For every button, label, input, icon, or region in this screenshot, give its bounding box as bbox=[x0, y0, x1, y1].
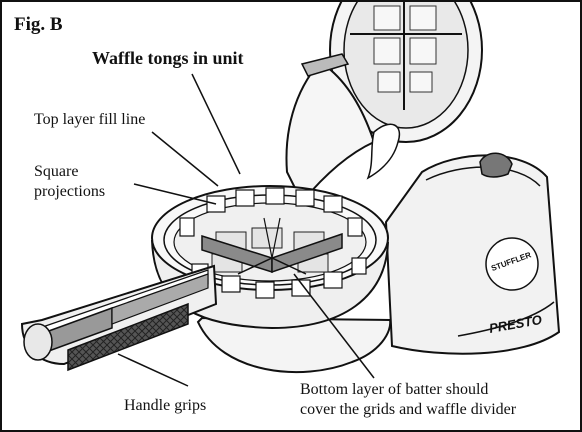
callout-projections-line2: projections bbox=[34, 182, 105, 201]
figure-label: Fig. B bbox=[14, 14, 63, 36]
callout-fill-line: Top layer fill line bbox=[34, 110, 145, 129]
leader-fill-line bbox=[152, 132, 218, 186]
callout-bottom-line1: Bottom layer of batter should bbox=[300, 380, 488, 399]
callout-projections-line1: Square bbox=[34, 162, 78, 181]
leader-tongs bbox=[192, 74, 240, 174]
callout-bottom-line2: cover the grids and waffle divider bbox=[300, 400, 516, 419]
callout-grips: Handle grips bbox=[124, 396, 206, 415]
callout-tongs: Waffle tongs in unit bbox=[92, 48, 244, 69]
leader-grips bbox=[118, 354, 188, 386]
base-knob bbox=[480, 153, 512, 177]
